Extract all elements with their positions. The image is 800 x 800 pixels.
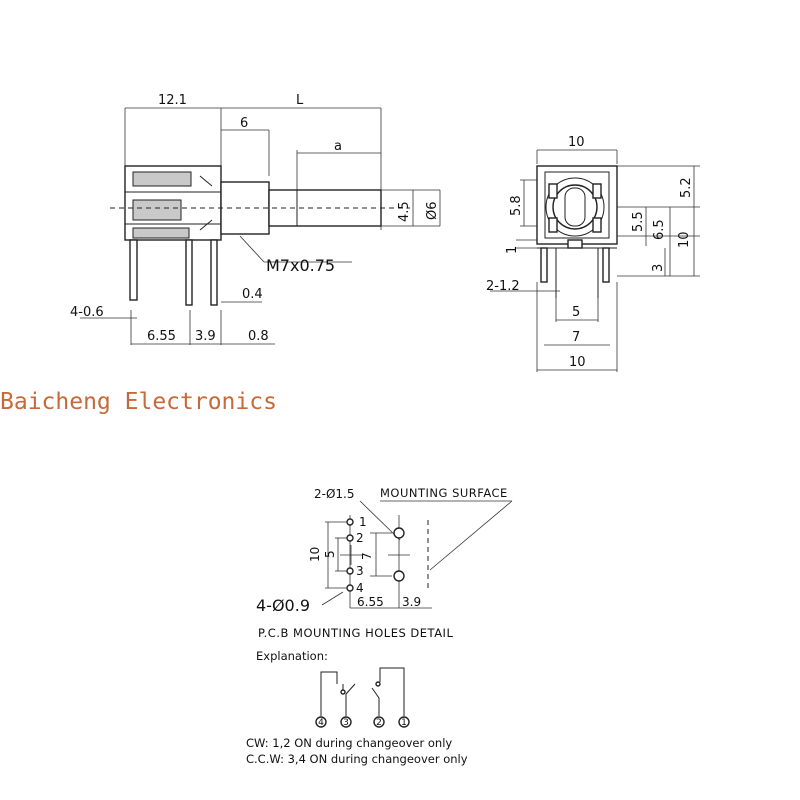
dim-offset: 0.8 (248, 329, 269, 344)
switch-pin-4 (315, 716, 327, 728)
pcb-pin-3: 3 (356, 564, 364, 578)
dim-total-height: 10 (677, 231, 692, 248)
dim-bushing-length: 6 (240, 116, 248, 131)
switch-pin-2 (373, 716, 385, 728)
body-rib-top (132, 171, 192, 187)
dim-flat-height: 4.5 (397, 201, 412, 222)
dim-height-top: 5.2 (679, 177, 694, 198)
dim-shaft-dia: Ø6 (425, 201, 440, 220)
dim-terminal-width: 4-0.6 (70, 305, 104, 320)
switch-pin-2-label: 2 (376, 718, 382, 728)
terminal-left (129, 239, 138, 301)
dim-inner-a: 5.5 (631, 211, 646, 232)
pcb-dim-5: 5 (323, 550, 337, 558)
dim-pin-span-a: 5 (572, 305, 580, 320)
side-view: 12.1 L 6 a 4.5 Ø6 M7x0.75 (70, 93, 441, 345)
dim-bottom-width: 10 (569, 355, 586, 370)
terminal-right (210, 239, 218, 306)
explanation-heading: Explanation: (256, 649, 328, 663)
shaft-face-outer (545, 177, 605, 237)
switch-pin-4-label: 4 (318, 718, 324, 728)
dim-base: 3 (651, 264, 666, 272)
pcb-pin-1: 1 (359, 515, 367, 529)
pcb-pin-hole-2 (346, 534, 354, 542)
terminal-middle (185, 239, 193, 306)
dim-mount-pins: 2-1.2 (486, 279, 520, 294)
dim-pitch-a: 6.55 (147, 329, 176, 344)
pcb-pin-hole-4 (346, 584, 354, 592)
mounting-surface-label: MOUNTING SURFACE (380, 486, 508, 500)
dim-terminal-thickness: 0.4 (242, 287, 263, 302)
dim-body-length: 12.1 (158, 93, 187, 108)
switch-pin-1 (398, 716, 410, 728)
pcb-dim-7: 7 (360, 552, 374, 560)
pcb-mount-hole-top (393, 527, 405, 539)
brand-label: Baicheng Electronics (0, 389, 277, 415)
pcb-title: P.C.B MOUNTING HOLES DETAIL (258, 626, 453, 640)
switch-pin-3 (340, 716, 352, 728)
dim-center-height: 5.8 (509, 195, 524, 216)
pcb-mount-hole-bottom (393, 570, 405, 582)
mounting-hole-spec: 2-Ø1.5 (314, 487, 355, 501)
dim-pin-span-b: 7 (572, 330, 580, 345)
dim-top-width: 10 (568, 135, 585, 150)
ccw-note: C.C.W: 3,4 ON during changeover only (246, 752, 468, 766)
mount-pin-right (602, 247, 610, 283)
pin-hole-spec: 4-Ø0.9 (256, 596, 310, 615)
thread-spec: M7x0.75 (266, 256, 335, 275)
pcb-pin-2: 2 (356, 531, 364, 545)
dim-pitch-b: 3.9 (195, 329, 216, 344)
pcb-holes-detail: 2-Ø1.5 MOUNTING SURFACE 10 5 1 2 3 4 7 (256, 486, 513, 640)
switch-pin-1-label: 1 (401, 718, 407, 728)
front-view: 10 5.2 5.5 6.5 10 3 5.8 (486, 135, 700, 372)
body-rib-bottom (132, 227, 190, 239)
dim-inner-b: 6.5 (652, 219, 667, 240)
mount-pin-left (540, 247, 548, 283)
pcb-pin-4: 4 (356, 581, 364, 595)
pcb-pin-hole-1 (346, 518, 354, 526)
pcb-pin-hole-3 (346, 567, 354, 575)
cw-note: CW: 1,2 ON during changeover only (246, 736, 452, 750)
pcb-dim-6-55: 6.55 (357, 595, 384, 609)
dim-flat-length: a (334, 139, 342, 154)
explanation: Explanation: 4 3 2 1 CW: 1,2 ON during c… (246, 649, 468, 766)
pcb-dim-10: 10 (308, 547, 322, 562)
dim-gap: 1 (505, 246, 520, 254)
body-rib-middle (132, 199, 182, 221)
pcb-dim-3-9: 3.9 (402, 595, 421, 609)
shaft-face (552, 184, 598, 230)
switch-pin-3-label: 3 (343, 718, 349, 728)
dim-shaft-length: L (296, 93, 304, 108)
